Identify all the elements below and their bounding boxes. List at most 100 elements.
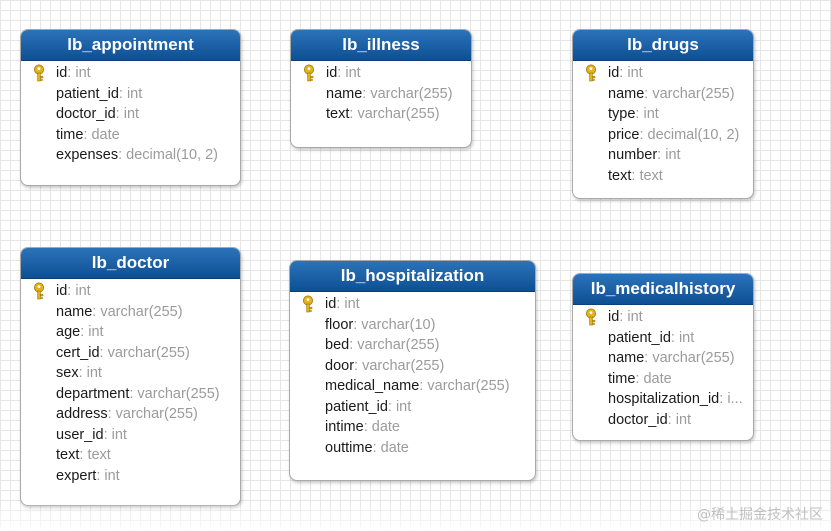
column-type: int [123,106,140,122]
column-row[interactable]: outtime: date [290,438,535,459]
column-row[interactable]: id: int [291,63,471,84]
column-row[interactable]: id: int [21,63,240,84]
column-name: id [608,65,620,81]
column-row[interactable]: name: varchar(255) [573,84,753,105]
bottom-blur-strip [0,501,831,531]
column-separator: : [635,370,644,387]
column-separator: : [353,316,362,333]
column-row[interactable]: name: varchar(255) [21,302,240,323]
column-separator: : [635,106,644,122]
column-row[interactable]: type: int [573,104,753,125]
column-row[interactable]: time: date [573,369,753,390]
column-name: expert [56,467,97,484]
column-row[interactable]: hospitalization_id: i... [573,389,753,410]
column-name: time [608,370,636,387]
column-row[interactable]: floor: varchar(10) [290,315,535,336]
column-name: id [56,65,68,81]
column-row[interactable]: name: varchar(255) [573,348,753,369]
column-row[interactable]: door: varchar(255) [290,356,535,377]
column-row[interactable]: intime: date [290,417,535,438]
column-name: floor [325,316,354,333]
column-name: text [608,167,632,184]
column-row[interactable]: time: date [21,125,240,146]
column-row[interactable]: address: varchar(255) [21,404,240,425]
column-row[interactable]: id: int [290,294,535,315]
column-separator: : [92,303,101,320]
table-title: lb_hospitalization [290,261,535,292]
column-row[interactable]: patient_id: int [21,84,240,105]
column-name: intime [325,419,364,435]
primary-key-icon [586,64,596,82]
column-row[interactable]: text: text [573,166,753,187]
column-type: decimal(10, 2) [647,126,740,143]
primary-key-icon [34,64,44,82]
column-name: price [608,126,640,143]
primary-key-icon [586,308,596,326]
column-type: varchar(255) [652,350,735,366]
column-row[interactable]: sex: int [21,363,240,384]
column-separator: : [129,385,138,402]
column-name: text [326,106,350,122]
column-type: varchar(255) [357,337,440,353]
column-row[interactable]: text: varchar(255) [291,104,471,125]
table-title: lb_doctor [21,248,240,279]
column-type: text [87,447,111,463]
column-name: medical_name [325,378,420,394]
column-row[interactable]: expenses: decimal(10, 2) [21,145,240,166]
column-row[interactable]: id: int [21,281,240,302]
column-separator: : [362,85,371,102]
column-row[interactable]: department: varchar(255) [21,384,240,405]
column-type: int [345,65,361,81]
column-row[interactable]: cert_id: varchar(255) [21,343,240,364]
column-separator: : [336,296,345,312]
column-separator: : [363,419,372,435]
table-title: lb_drugs [573,30,753,61]
column-separator: : [387,398,396,415]
column-type: decimal(10, 2) [126,147,219,163]
column-name: id [608,309,620,325]
column-separator: : [644,350,653,366]
column-type: int [75,283,91,299]
watermark: @稀土掘金技术社区 [697,507,823,523]
column-name: patient_id [608,329,671,346]
column-name: text [56,447,80,463]
column-row[interactable]: age: int [21,322,240,343]
column-name: hospitalization_id [608,391,720,407]
column-row[interactable]: name: varchar(255) [291,84,471,105]
column-separator: : [354,357,363,374]
column-type: int [86,365,102,381]
column-separator: : [631,167,640,184]
column-row[interactable]: text: text [21,445,240,466]
column-type: varchar(255) [370,85,453,102]
column-row[interactable]: user_id: int [21,425,240,446]
column-row[interactable]: doctor_id: int [573,410,753,431]
column-name: cert_id [56,344,100,361]
column-row[interactable]: medical_name: varchar(255) [290,376,535,397]
column-row[interactable]: price: decimal(10, 2) [573,125,753,146]
column-type: varchar(255) [362,357,445,374]
column-row[interactable]: doctor_id: int [21,104,240,125]
column-type: date [643,370,672,387]
column-separator: : [670,329,679,346]
column-row[interactable]: patient_id: int [290,397,535,418]
column-row[interactable]: expert: int [21,466,240,487]
column-row[interactable]: number: int [573,145,753,166]
column-name: sex [56,365,79,381]
column-type: int [75,65,91,81]
column-row[interactable]: id: int [573,63,753,84]
column-type: varchar(255) [137,385,220,402]
column-name: bed [325,337,350,353]
column-row[interactable]: bed: varchar(255) [290,335,535,356]
column-type: date [380,439,409,456]
column-name: doctor_id [56,106,116,122]
column-row[interactable]: patient_id: int [573,328,753,349]
column-row[interactable]: id: int [573,307,753,328]
